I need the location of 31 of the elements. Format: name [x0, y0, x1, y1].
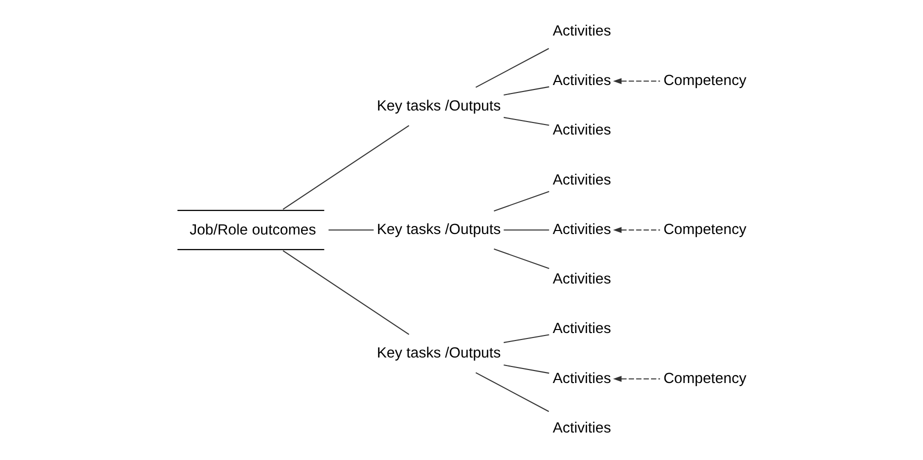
connector: [476, 48, 550, 88]
node-text: Activities: [552, 222, 612, 238]
node-text: Activities: [552, 420, 612, 436]
connector: [504, 364, 550, 374]
connector: [494, 191, 550, 212]
node-text: Competency: [663, 222, 746, 238]
node-text: Activities: [552, 23, 612, 40]
connector: [328, 229, 374, 231]
node-text: Activities: [552, 172, 612, 188]
connector: [494, 248, 550, 269]
node-text: Activities: [552, 272, 612, 288]
node-text: Competency: [663, 370, 746, 387]
node-text: Activities: [552, 370, 612, 387]
arrow: [613, 227, 660, 233]
connector: [282, 125, 410, 210]
connector: [504, 116, 550, 126]
node-text: Key tasks /Outputs: [376, 222, 501, 238]
connector: [282, 250, 410, 335]
node-text: Competency: [663, 73, 746, 90]
node-text: Activities: [552, 73, 612, 90]
connector: [504, 86, 550, 96]
connector: [476, 372, 550, 412]
node-text: Activities: [552, 122, 612, 139]
node-text: Job/Role outcomes: [190, 222, 316, 238]
arrow: [613, 376, 660, 382]
node-text: Key tasks /Outputs: [376, 345, 501, 362]
node-text: Activities: [552, 321, 612, 338]
arrow: [613, 78, 660, 84]
node-text: Key tasks /Outputs: [376, 98, 501, 114]
connector: [504, 334, 550, 344]
connector: [504, 229, 550, 231]
